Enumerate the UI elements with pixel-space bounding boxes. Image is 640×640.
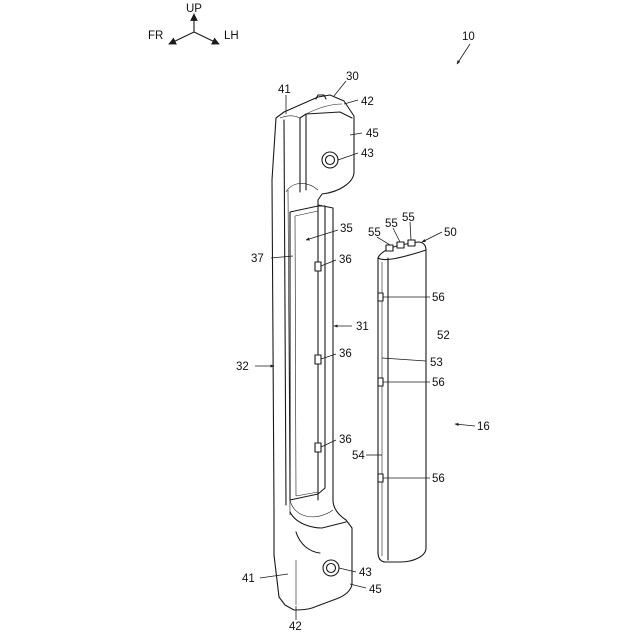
label-bolt-top: 43 [361, 148, 374, 160]
assembly-label: 10 [462, 31, 475, 43]
label-side-frame: 32 [236, 361, 249, 373]
label-hook-a: 56 [432, 292, 445, 304]
insert-tab-b [397, 242, 404, 248]
front-arrow [169, 32, 194, 44]
label-opening-side: 31 [356, 321, 369, 333]
leader-insert [422, 232, 442, 242]
clip-upper [315, 262, 321, 271]
clip-lower [315, 443, 321, 452]
label-block-bottom: 45 [369, 584, 382, 596]
leader-end-cap-top [344, 100, 358, 104]
label-tab-b: 55 [385, 218, 398, 230]
insert-hook-upper [378, 293, 383, 301]
label-block-top: 45 [366, 128, 379, 140]
left-hand-label: LH [224, 30, 239, 42]
label-unit: 16 [477, 421, 490, 433]
label-bolt-bottom: 43 [359, 567, 372, 579]
label-clip-c: 36 [339, 434, 352, 446]
label-insert-groove: 53 [430, 357, 443, 369]
label-tab-c: 55 [402, 212, 415, 224]
label-hook-b: 56 [432, 377, 445, 389]
label-insert-face: 52 [437, 330, 450, 342]
label-clip-b: 36 [339, 348, 352, 360]
label-insert: 50 [444, 227, 457, 239]
left-hand-arrow [194, 32, 219, 44]
orientation-indicator: UP FR LH [148, 3, 239, 44]
clip-middle [315, 355, 321, 364]
label-end-face-top: 41 [278, 84, 291, 96]
front-label: FR [148, 30, 163, 42]
label-tab-a: 55 [368, 227, 381, 239]
label-outer-member: 30 [346, 71, 359, 83]
leader-unit [455, 424, 475, 426]
leader-tab-c [410, 222, 411, 240]
label-end-face-bottom: 41 [242, 573, 255, 585]
leader-outer-member [334, 81, 346, 96]
assembly-arrow [457, 44, 470, 64]
label-opening: 35 [340, 223, 353, 235]
insert-tab-c [408, 240, 415, 246]
insert-part [378, 240, 426, 562]
label-end-cap-bottom: 42 [289, 621, 302, 633]
leader-block-bottom [350, 584, 366, 588]
label-inner-edge: 37 [251, 253, 264, 265]
insert-hook-middle [378, 378, 383, 386]
label-insert-side: 54 [352, 450, 365, 462]
leader-tab-b [393, 228, 400, 242]
insert-outline [378, 242, 426, 562]
up-label: UP [186, 3, 202, 15]
ref-assembly: 10 [457, 31, 475, 64]
insert-hook-lower [378, 474, 383, 482]
label-end-cap-top: 42 [361, 96, 374, 108]
insert-tab-a [386, 245, 393, 251]
label-hook-c: 56 [432, 473, 445, 485]
label-clip-a: 36 [339, 254, 352, 266]
